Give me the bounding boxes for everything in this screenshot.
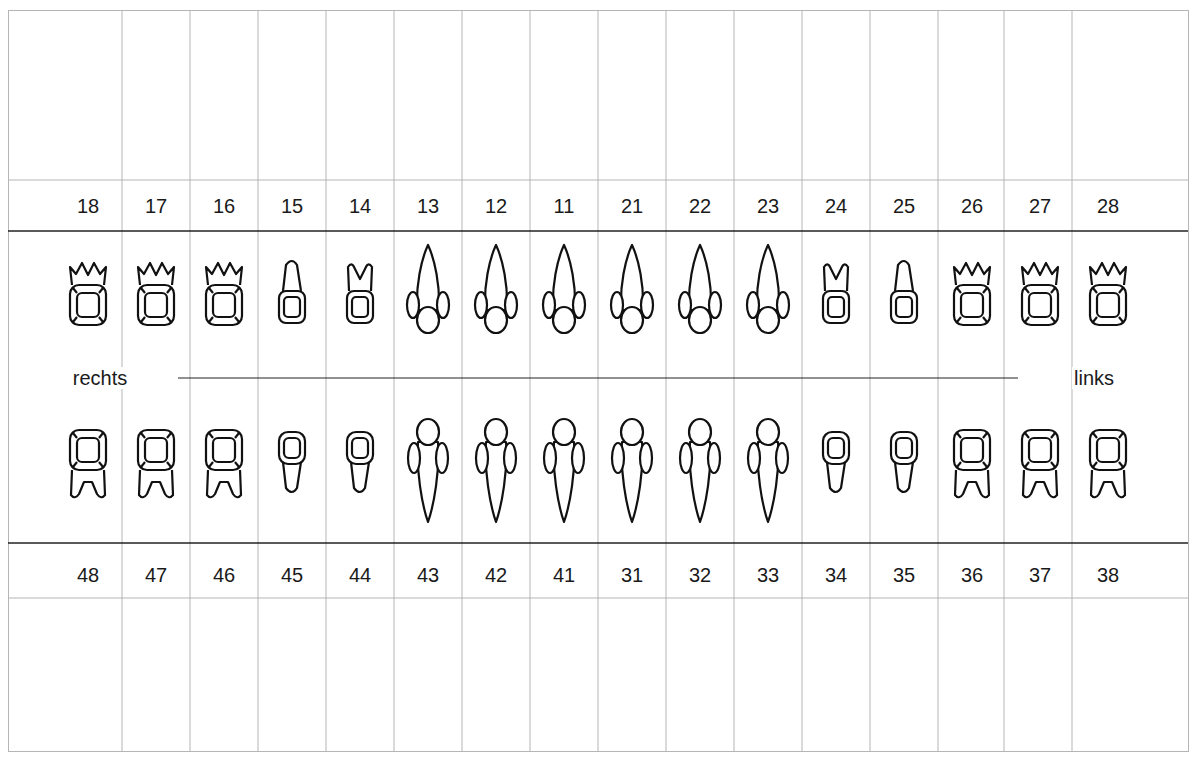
side-label: links: [1072, 367, 1116, 389]
tooth-number: 42: [483, 564, 509, 586]
tooth-number: 18: [75, 195, 101, 217]
molar-symbol: [1090, 430, 1126, 497]
tooth-number: 37: [1027, 564, 1053, 586]
tooth-number: 44: [347, 564, 373, 586]
tooth-number: 41: [551, 564, 577, 586]
premolar-symbol: [279, 432, 305, 492]
tooth-number: 22: [687, 195, 713, 217]
chart-grid: [8, 10, 1189, 752]
front-tooth-symbol: [611, 245, 653, 333]
tooth-number: 13: [415, 195, 441, 217]
tooth-number: 45: [279, 564, 305, 586]
front-tooth-symbol: [407, 245, 449, 333]
front-tooth-symbol: [475, 245, 517, 333]
molar-symbol: [1022, 263, 1058, 325]
tooth-number: 46: [211, 564, 237, 586]
front-tooth-symbol: [748, 419, 788, 522]
molar-symbol: [70, 430, 106, 497]
tooth-number: 38: [1095, 564, 1121, 586]
tooth-number: 15: [279, 195, 305, 217]
front-tooth-symbol: [476, 419, 516, 522]
front-tooth-symbol: [543, 245, 585, 333]
tooth-number: 26: [959, 195, 985, 217]
molar-symbol: [70, 263, 106, 325]
tooth-number: 33: [755, 564, 781, 586]
front-tooth-symbol: [747, 245, 789, 333]
premolar-symbol: [279, 261, 305, 323]
premolar-symbol: [347, 432, 373, 492]
side-label: rechts: [71, 367, 129, 389]
upper-teeth: [70, 245, 1126, 333]
premolar-symbol: [891, 432, 917, 492]
tooth-number: 17: [143, 195, 169, 217]
molar-symbol: [138, 263, 174, 325]
tooth-number: 43: [415, 564, 441, 586]
molar-symbol: [206, 430, 242, 497]
tooth-number: 21: [619, 195, 645, 217]
premolar-symbol: [823, 432, 849, 492]
tooth-number: 23: [755, 195, 781, 217]
front-tooth-symbol: [680, 419, 720, 522]
tooth-number: 16: [211, 195, 237, 217]
front-tooth-symbol: [612, 419, 652, 522]
jaw-separator: [8, 231, 1188, 543]
molar-symbol: [206, 263, 242, 325]
front-tooth-symbol: [408, 419, 448, 522]
tooth-number: 36: [959, 564, 985, 586]
tooth-number: 11: [552, 195, 577, 217]
premolar-symbol: [891, 261, 917, 323]
molar-symbol: [954, 430, 990, 497]
tooth-number: 14: [347, 195, 373, 217]
tooth-number: 34: [823, 564, 849, 586]
tooth-number: 32: [687, 564, 713, 586]
front-tooth-symbol: [544, 419, 584, 522]
tooth-number: 47: [143, 564, 169, 586]
molar-symbol: [954, 263, 990, 325]
premolar-symbol: [823, 264, 849, 323]
tooth-number: 31: [619, 564, 645, 586]
tooth-number: 48: [75, 564, 101, 586]
lower-teeth: [70, 419, 1126, 522]
tooth-number: 12: [483, 195, 509, 217]
front-tooth-symbol: [679, 245, 721, 333]
molar-symbol: [138, 430, 174, 497]
tooth-number: 24: [823, 195, 849, 217]
molar-symbol: [1090, 263, 1126, 325]
tooth-number: 28: [1095, 195, 1121, 217]
tooth-number: 27: [1027, 195, 1053, 217]
premolar-symbol: [347, 264, 373, 323]
molar-symbol: [1022, 430, 1058, 497]
tooth-number: 35: [891, 564, 917, 586]
tooth-number: 25: [891, 195, 917, 217]
